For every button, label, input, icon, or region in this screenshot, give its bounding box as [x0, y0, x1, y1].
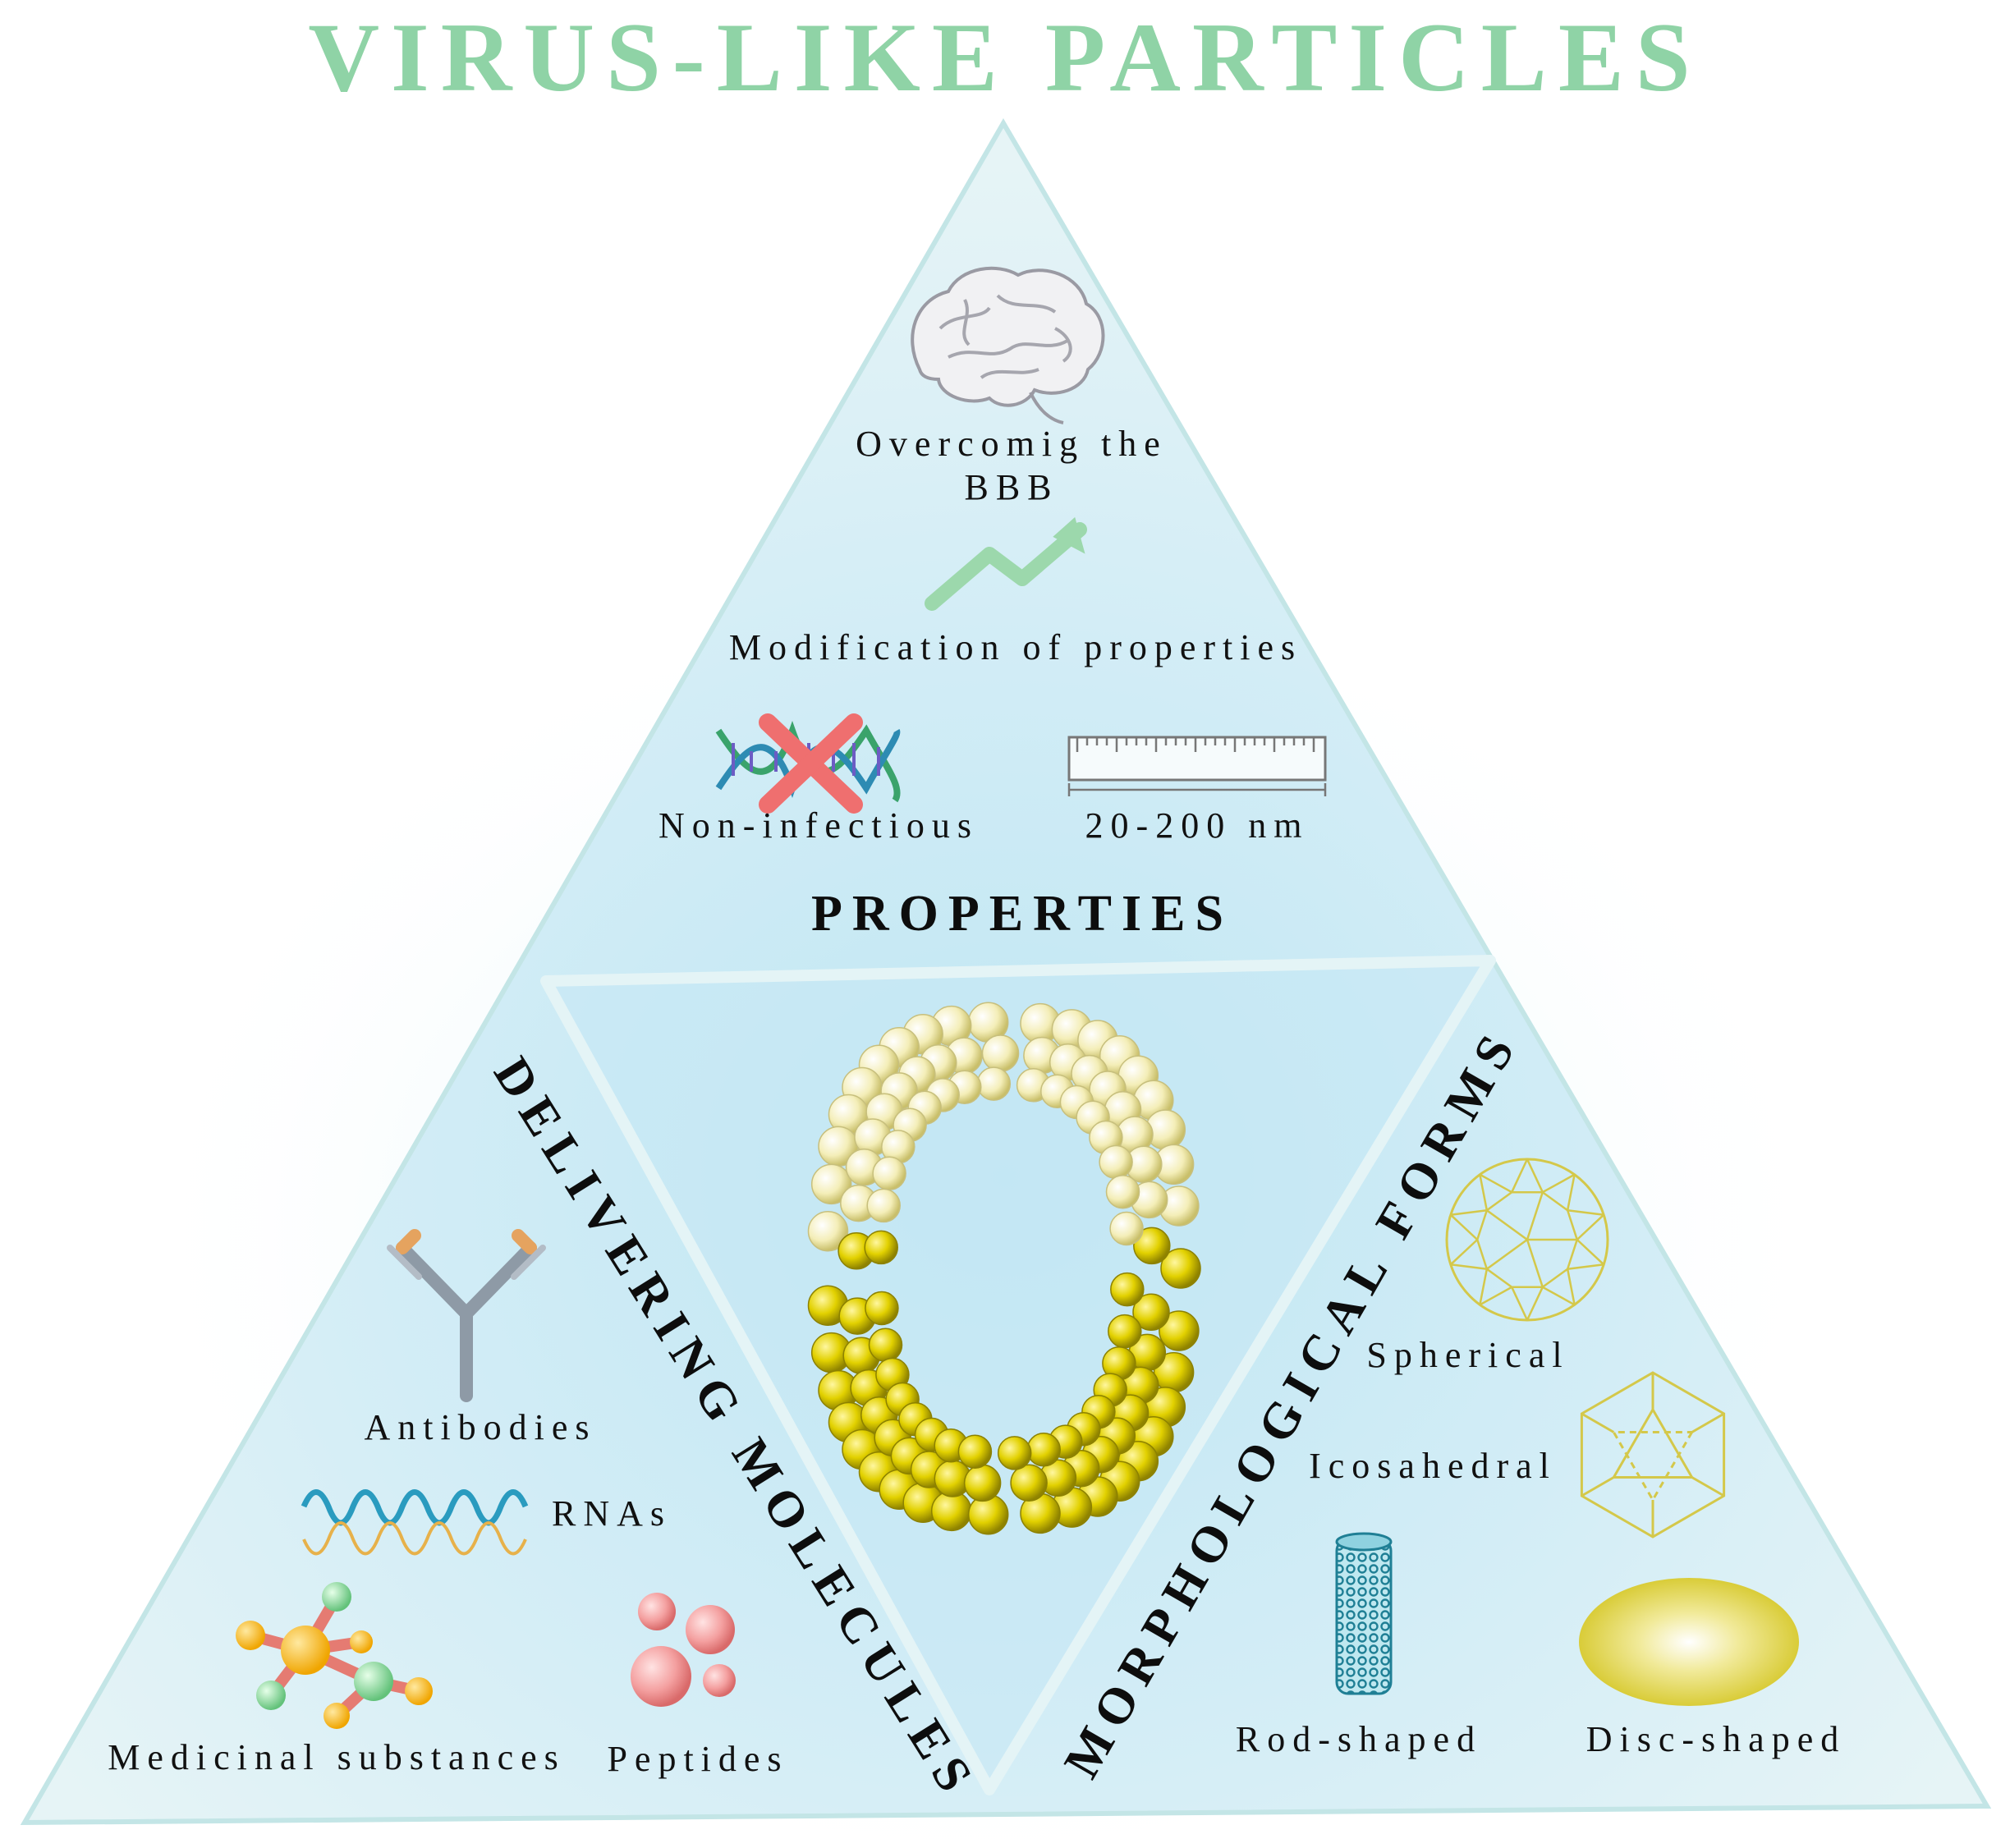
properties-section: Overcomig the BBB Modification of proper…: [659, 266, 1327, 942]
label-antibodies: Antibodies: [364, 1407, 596, 1447]
rna-helix-icon: [301, 1489, 529, 1556]
label-peptides: Peptides: [607, 1739, 788, 1779]
molecule-icon: [236, 1582, 433, 1729]
inner-triangle: [540, 955, 1496, 1795]
rod-form-icon: [1335, 1532, 1393, 1695]
label-icosahedral: Icosahedral: [1309, 1446, 1557, 1486]
label-rod-shaped: Rod-shaped: [1236, 1719, 1482, 1759]
spherical-form-icon: [1445, 1158, 1609, 1322]
label-modification: Modification of properties: [729, 627, 1302, 667]
label-disc-shaped: Disc-shaped: [1586, 1719, 1847, 1759]
antibody-icon: [387, 1229, 546, 1402]
icosahedral-form-icon: [1580, 1371, 1726, 1538]
brain-icon: [911, 266, 1105, 424]
label-spherical: Spherical: [1366, 1335, 1569, 1375]
disc-form-icon: [1579, 1578, 1799, 1706]
label-rnas: RNAs: [552, 1493, 672, 1534]
ruler-icon: [1067, 736, 1327, 796]
label-size: 20-200 nm: [1085, 805, 1310, 846]
label-bbb-line1: Overcomig the: [856, 424, 1168, 464]
peptides-icon: [631, 1593, 736, 1707]
label-medicinal-substances: Medicinal substances: [108, 1737, 566, 1777]
vlp-capsid-icon: [807, 1002, 1201, 1535]
label-bbb-line2: BBB: [964, 467, 1058, 507]
page-title: VIRUS-LIKE PARTICLES: [308, 2, 1701, 112]
label-non-infectious: Non-infectious: [659, 805, 979, 846]
trend-up-arrow-icon: [925, 516, 1087, 611]
heading-properties: PROPERTIES: [811, 886, 1233, 942]
dna-crossed-icon: [715, 713, 901, 814]
